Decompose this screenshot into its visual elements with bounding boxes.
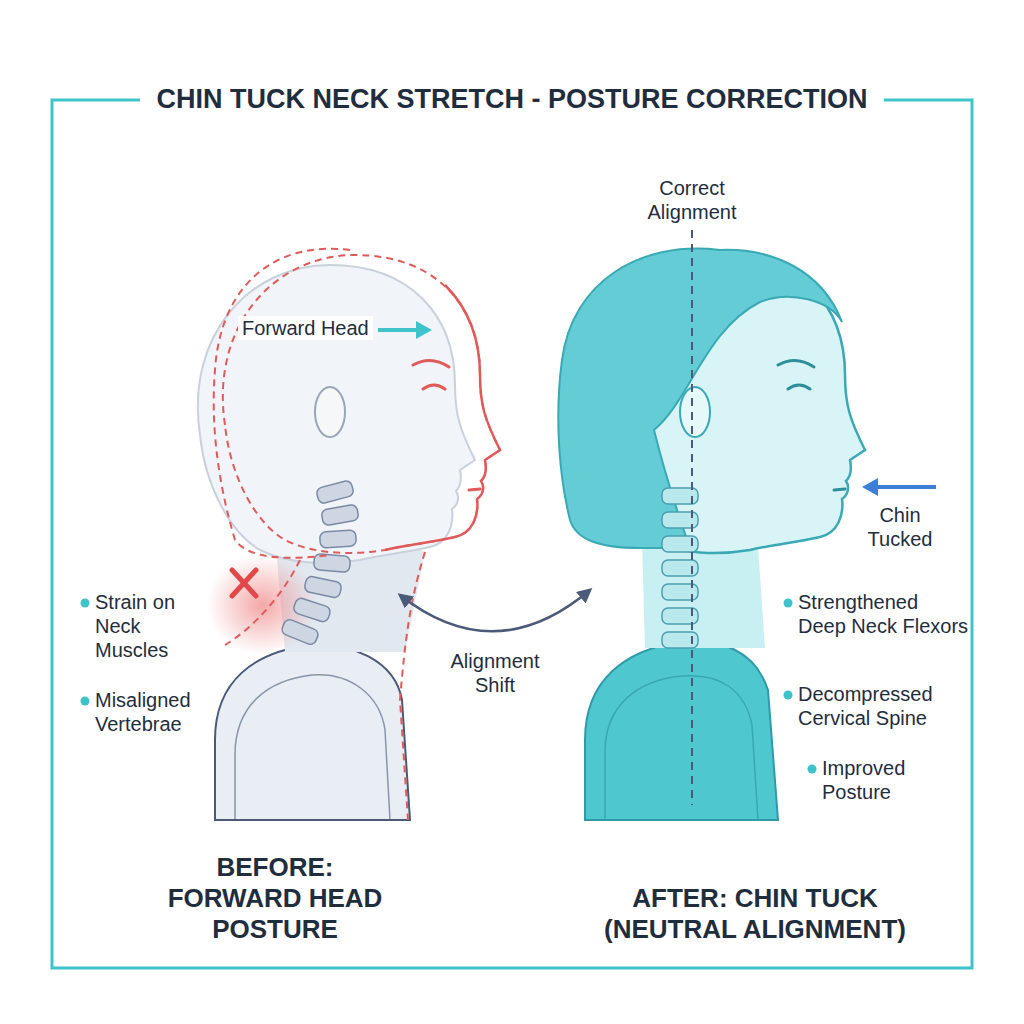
- annotation-label: Misaligned Vertebrae: [95, 688, 205, 736]
- shirt-line: [605, 676, 758, 820]
- chin-arrow: [862, 478, 936, 496]
- forward-head-outline: [223, 255, 500, 553]
- annotation-label: Decompressed Cervical Spine: [798, 682, 970, 730]
- figure-panel: AFTER: CHIN TUCK (NEUTRAL ALIGNMENT): [590, 230, 920, 945]
- neck-front-outline: [400, 552, 425, 820]
- torso: [585, 641, 778, 820]
- figure-caption: AFTER: CHIN TUCK (NEUTRAL ALIGNMENT): [590, 883, 920, 945]
- alignment-line: [691, 230, 693, 805]
- face-features: [413, 360, 480, 490]
- connector: [400, 590, 590, 631]
- hair: [558, 249, 842, 548]
- forward-hair-outline: [214, 249, 350, 558]
- ear: [315, 387, 345, 437]
- title-bar: CHIN TUCK NECK STRETCH - POSTURE CORRECT…: [0, 82, 1024, 116]
- before-figure: [198, 249, 500, 820]
- shirt-line: [235, 675, 390, 820]
- annotation-label: Correct Alignment: [627, 176, 757, 224]
- frame: [52, 100, 972, 968]
- strain-x: [232, 570, 256, 596]
- torso: [215, 645, 410, 820]
- face-features: [778, 360, 845, 490]
- diagram-title: CHIN TUCK NECK STRETCH - POSTURE CORRECT…: [140, 84, 883, 114]
- head: [198, 265, 475, 563]
- ear: [680, 387, 710, 437]
- bullet-dots: [81, 599, 817, 774]
- figure-caption: BEFORE: FORWARD HEAD POSTURE: [150, 852, 400, 945]
- annotation-label: Forward Head: [238, 316, 373, 340]
- face-profile: [385, 285, 500, 550]
- neck-strain-outline: [225, 560, 300, 645]
- annotation-label: Strain on Neck Muscles: [95, 590, 205, 662]
- forward-arrow: [378, 321, 432, 339]
- vertebrae: [280, 480, 359, 647]
- after-figure: [558, 230, 936, 820]
- annotation-label: Chin Tucked: [862, 503, 938, 551]
- annotation-label: Strengthened Deep Neck Flexors: [798, 590, 970, 638]
- annotation-label: Improved Posture: [822, 756, 942, 804]
- edge-label: Alignment Shift: [432, 649, 558, 697]
